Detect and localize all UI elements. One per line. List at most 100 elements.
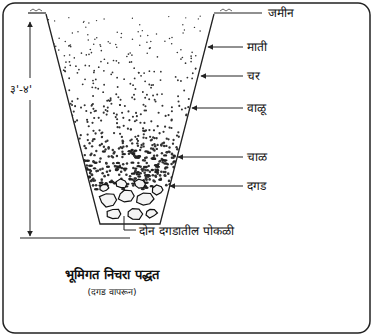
soil-dot [181,108,183,110]
gravel [151,169,154,171]
soil-dot [143,171,146,174]
soil-dot [121,136,123,138]
soil-dot [97,88,99,90]
soil-dot [63,69,65,71]
soil-dot [121,33,122,34]
soil-dot [68,77,70,79]
soil-dot [142,137,144,139]
dimension-line [30,22,31,78]
soil-dot [113,60,115,62]
gravel [118,166,122,168]
stone [100,184,109,191]
soil-dot [162,131,164,133]
gravel [136,165,140,167]
leader-line [201,76,243,77]
soil-dot [110,155,112,157]
soil-dot [72,32,73,33]
soil-dot [98,129,100,131]
ground-hatch [30,9,232,11]
soil-dot [113,112,115,114]
soil-dot [69,64,71,66]
soil-dot [145,162,148,165]
soil-dot [132,84,134,86]
soil-dot [134,78,136,80]
soil-dot [195,68,197,70]
soil-dot [164,126,166,128]
gravel [137,171,140,173]
soil-dot [103,105,105,107]
soil-dot [88,125,90,127]
gravel [128,178,133,180]
soil-dot [156,148,158,150]
soil-dot [180,49,182,51]
soil-dot [93,72,95,74]
soil-dot [86,119,88,121]
soil-dot [129,83,131,85]
soil-dot [90,49,92,51]
soil-dot [124,105,126,107]
soil-dot [168,180,171,183]
soil-dot [107,174,110,177]
soil-dot [164,171,167,174]
soil-dot [131,61,133,63]
layer-label: दगड [247,179,266,193]
soil-dot [58,49,60,51]
soil-dot [113,132,115,134]
gravel [122,167,127,169]
soil-dot [134,177,137,180]
soil-dot [103,175,106,178]
soil-dot [77,98,79,100]
soil-dot [129,175,132,178]
soil-dot [190,55,192,57]
soil-dot [91,104,93,106]
soil-dot [128,119,130,121]
soil-dot [88,39,90,41]
gravel [156,169,160,171]
soil-dot [118,173,121,176]
soil-dot [55,45,57,47]
leader-line [178,157,243,158]
soil-dot [154,175,157,178]
stone [128,209,143,220]
soil-dot [171,118,173,120]
soil-dot [156,33,157,34]
soil-dot [182,57,184,59]
soil-dot [58,38,60,40]
soil-dot [120,99,122,101]
soil-dot [185,114,187,116]
soil-dot [75,65,77,67]
soil-dot [64,55,66,57]
soil-dot [158,112,160,114]
soil-dot [142,127,144,129]
stone [107,209,121,218]
soil-dot [105,109,107,111]
soil-dot [182,32,183,33]
soil-dot [123,125,125,127]
soil-dot [93,70,95,72]
soil-dot [54,20,55,21]
soil-dot [68,89,70,91]
stone [116,179,127,188]
soil-dot [101,167,104,170]
soil-dot [93,117,95,119]
soil-dot [155,175,158,178]
soil-dot [105,162,108,165]
soil-dot [133,94,135,96]
soil-dot [119,104,121,106]
stone [134,179,145,188]
soil-dot [116,126,118,128]
stone [146,209,157,217]
soil-dot [101,172,104,175]
soil-dot [126,162,129,165]
soil-dot [107,41,109,43]
soil-dot [190,58,192,60]
soil-dot [170,127,172,129]
soil-dot [95,184,98,187]
soil-dot [165,184,168,187]
soil-dot [122,163,125,166]
soil-dot [96,37,98,39]
soil-dot [152,95,154,97]
soil-dot [86,164,89,167]
soil-dot [164,174,167,177]
soil-dot [145,177,148,180]
